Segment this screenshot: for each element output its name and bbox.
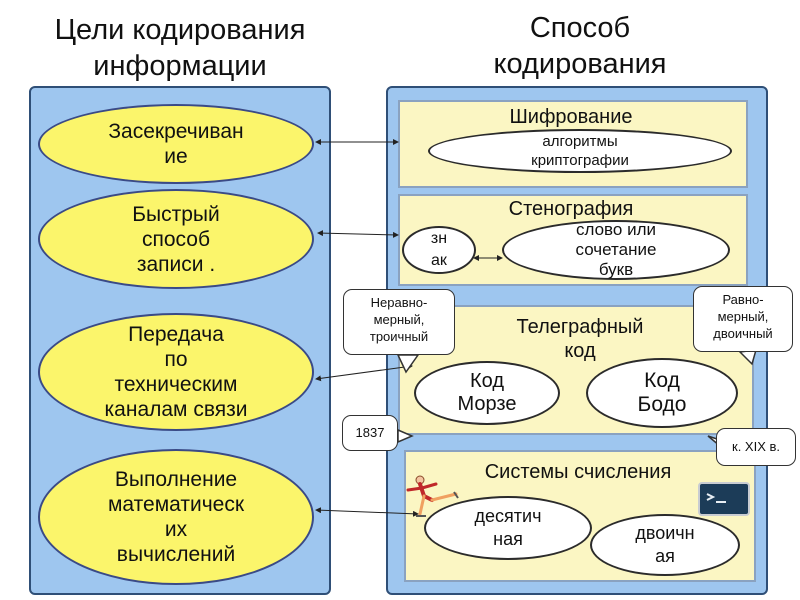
goal-secrecy: Засекречиван ие [38, 104, 314, 184]
goals-header: Цели кодирования информации [54, 14, 306, 82]
callout-century: к. XIX в. [716, 428, 796, 466]
callout-uneven: Неравно- мерный, троичный [343, 289, 455, 355]
steno-sign: зн ак [402, 226, 476, 274]
callout-year: 1837 [342, 415, 398, 451]
telegraph-title: Телеграфный код [516, 316, 644, 362]
numeral-title: Системы счисления [484, 461, 672, 483]
steno-word: слово или сочетание букв [502, 220, 730, 280]
goal-calculations: Выполнение математическ их вычислений [38, 449, 314, 585]
goal-fast-writing: Быстрый способ записи . [38, 189, 314, 289]
callout-even: Равно- мерный, двоичный [693, 286, 793, 352]
steno-title: Стенография [508, 198, 634, 220]
cryptography-algorithms: алгоритмы криптографии [428, 129, 732, 173]
decimal-system: десятич ная [424, 496, 592, 560]
baudot-code: Код Бодо [586, 358, 738, 428]
morse-code: Код Морзе [414, 361, 560, 425]
terminal-screen-icon [698, 482, 750, 516]
binary-system: двоичн ая [590, 514, 740, 576]
methods-header: Способ кодирования [493, 12, 667, 80]
goal-transmission: Передача по техническим каналам связи [38, 313, 314, 431]
cipher-title: Шифрование [509, 106, 633, 128]
figure-skater-icon [406, 475, 459, 517]
